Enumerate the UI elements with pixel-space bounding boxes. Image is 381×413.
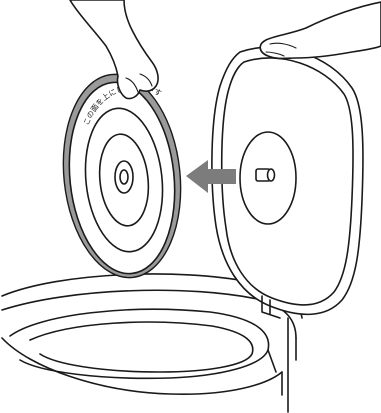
- hand-icon: [260, 2, 381, 59]
- inner-lid: この面を上にしてセットする: [0, 0, 190, 284]
